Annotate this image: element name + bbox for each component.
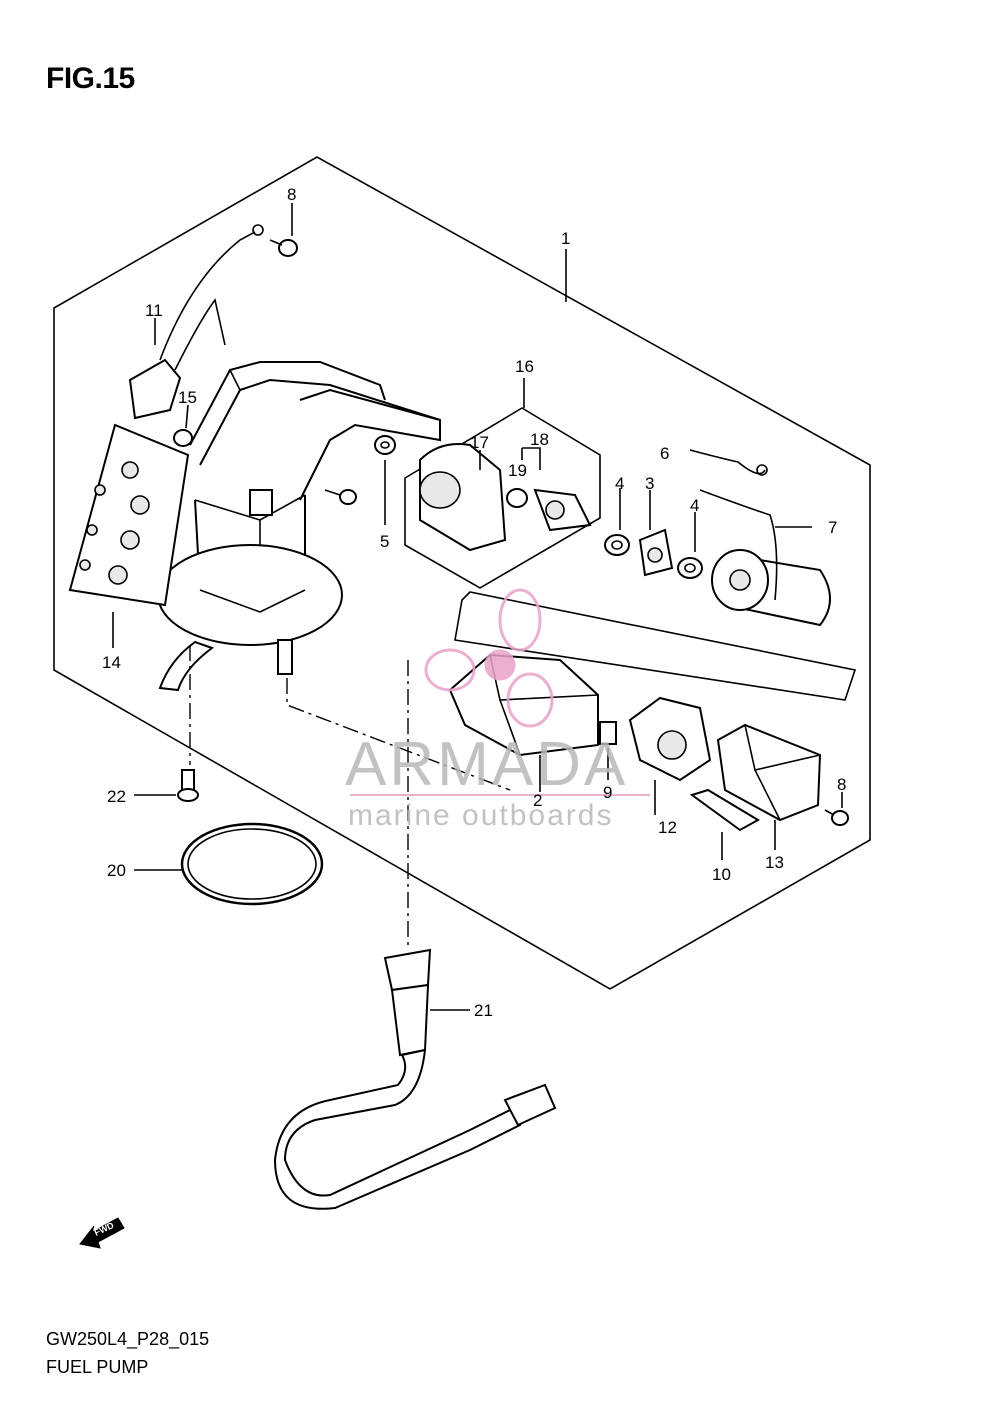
callout-19: 19 — [508, 461, 527, 480]
regulator-17 — [419, 443, 507, 552]
washer-5 — [374, 435, 396, 455]
screw-8b — [824, 809, 849, 826]
callout-20: 20 — [107, 861, 126, 880]
fwd-arrow-icon: FWD — [79, 1217, 125, 1249]
diagram-name: FUEL PUMP — [46, 1357, 149, 1377]
callout-17: 17 — [470, 433, 489, 452]
callout-5: 5 — [380, 532, 389, 551]
fuel-pump-motor — [711, 549, 831, 627]
watermark-title: ARMADA — [345, 730, 628, 799]
callout-14: 14 — [102, 653, 121, 672]
callout-10: 10 — [712, 865, 731, 884]
callout-18: 18 — [530, 430, 549, 449]
callout-8b: 8 — [837, 775, 846, 794]
callout-4a: 4 — [615, 474, 624, 493]
oring-19 — [506, 488, 528, 508]
callout-13: 13 — [765, 853, 784, 872]
fuel-hose-21 — [273, 948, 557, 1210]
bolt-22 — [177, 769, 199, 802]
cover-13 — [716, 723, 822, 822]
armada-watermark: ARMADA marine outboards — [345, 588, 650, 832]
assembly-outline — [53, 156, 871, 990]
callout-21: 21 — [474, 1001, 493, 1020]
bracket-screw — [324, 489, 357, 505]
callout-4b: 4 — [690, 496, 699, 515]
callout-1: 1 — [561, 229, 570, 248]
callout-labels: 1 2 3 4 4 5 6 7 8 8 9 10 11 12 13 14 15 … — [102, 185, 846, 1020]
flange-plate — [157, 544, 343, 646]
figure-title: FIG.15 — [46, 62, 135, 95]
callout-15: 15 — [178, 388, 197, 407]
washer-4a — [604, 534, 630, 556]
washer-4b — [677, 557, 703, 579]
pump-subframe — [454, 591, 857, 701]
filter-cover-14 — [68, 423, 190, 607]
callout-7: 7 — [828, 518, 837, 537]
screw-8a — [269, 239, 298, 257]
filter-18 — [533, 488, 592, 532]
plate-12 — [628, 696, 712, 782]
wiring-harness-11 — [128, 224, 264, 420]
callout-8a: 8 — [287, 185, 296, 204]
callout-22: 22 — [107, 787, 126, 806]
pump-part-3 — [638, 528, 674, 577]
watermark-subtitle: marine outboards — [348, 799, 613, 832]
callout-3: 3 — [645, 474, 654, 493]
callout-11: 11 — [145, 301, 163, 320]
gasket-ring-20 — [180, 822, 324, 906]
watermark-logo-icon — [424, 588, 554, 728]
clip-15 — [173, 429, 193, 447]
gasket-10 — [689, 788, 760, 832]
seal-9 — [599, 721, 617, 745]
callout-12: 12 — [658, 818, 677, 837]
subassembly-outline-16 — [404, 407, 601, 589]
diagram-code: GW250L4_P28_015 — [46, 1329, 210, 1349]
callout-9: 9 — [603, 783, 612, 802]
callout-2: 2 — [533, 791, 542, 810]
callout-16: 16 — [515, 357, 534, 376]
callout-6: 6 — [660, 444, 669, 463]
